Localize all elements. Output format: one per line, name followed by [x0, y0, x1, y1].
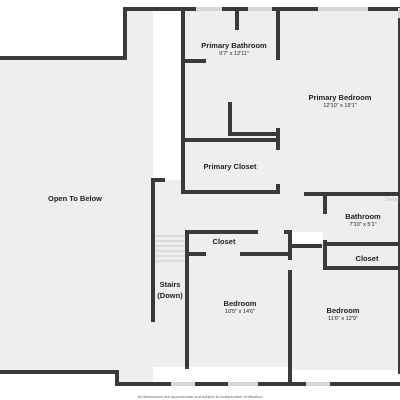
room-label-bedroom-left: Bedroom 10'5" x 14'6"	[224, 299, 257, 316]
room-label-primary-bedroom: Primary Bedroom 12'10" x 19'1"	[309, 93, 372, 110]
floor-bedroom-right	[290, 244, 400, 370]
room-name: Closet	[355, 254, 379, 263]
room-label-bedroom-right: Bedroom 11'6" x 12'9"	[327, 306, 360, 323]
stair-treads	[155, 235, 186, 262]
room-name: Primary Closet	[203, 162, 257, 171]
room-dimensions: 12'10" x 19'1"	[323, 103, 357, 109]
room-dimensions: 10'5" x 14'6"	[224, 309, 256, 315]
window	[306, 382, 330, 386]
door-gaps	[206, 60, 327, 270]
room-label-primary-closet: Primary Closet	[204, 162, 257, 171]
room-label-closet-left: Closet	[213, 237, 236, 246]
floor-hall	[153, 180, 325, 232]
room-dimensions: 11'6" x 12'9"	[328, 316, 358, 322]
window	[171, 382, 195, 386]
window	[228, 382, 258, 386]
window	[318, 7, 368, 11]
floor-open-to-below	[0, 9, 153, 384]
room-dimensions: 9'7" x 12'11"	[219, 51, 249, 57]
watermark: Stellar	[384, 197, 400, 203]
room-name: Closet	[212, 237, 236, 246]
room-label-bathroom: Bathroom 7'10" x 5'1"	[345, 212, 380, 229]
room-name: Bathroom	[345, 212, 381, 221]
floor-stairs	[153, 232, 187, 367]
floor-fills	[0, 9, 400, 384]
window	[196, 7, 222, 11]
window	[398, 8, 400, 18]
room-name: Stairs (Down)	[157, 280, 183, 300]
floor-closet-left	[187, 232, 290, 254]
room-name: Bedroom	[223, 299, 257, 308]
floor-primary-bedroom	[278, 9, 400, 194]
room-label-stairs: Stairs (Down)	[157, 268, 182, 312]
room-label-closet-right: Closet	[356, 254, 379, 263]
room-name: Open To Below	[47, 194, 103, 203]
room-label-primary-bathroom: Primary Bathroom 9'7" x 12'11"	[201, 41, 266, 58]
room-label-open-to-below: Open To Below	[48, 194, 102, 203]
room-name: Primary Bathroom	[201, 41, 267, 50]
windows	[171, 7, 400, 386]
disclaimer: All dimensions are approximate and subje…	[137, 394, 263, 399]
floor-bedroom-left	[187, 254, 290, 367]
room-name: Primary Bedroom	[308, 93, 372, 102]
window	[248, 7, 272, 11]
floor-bathroom	[325, 194, 400, 244]
room-dimensions: 7'10" x 5'1"	[349, 222, 377, 228]
room-name: Bedroom	[326, 306, 360, 315]
